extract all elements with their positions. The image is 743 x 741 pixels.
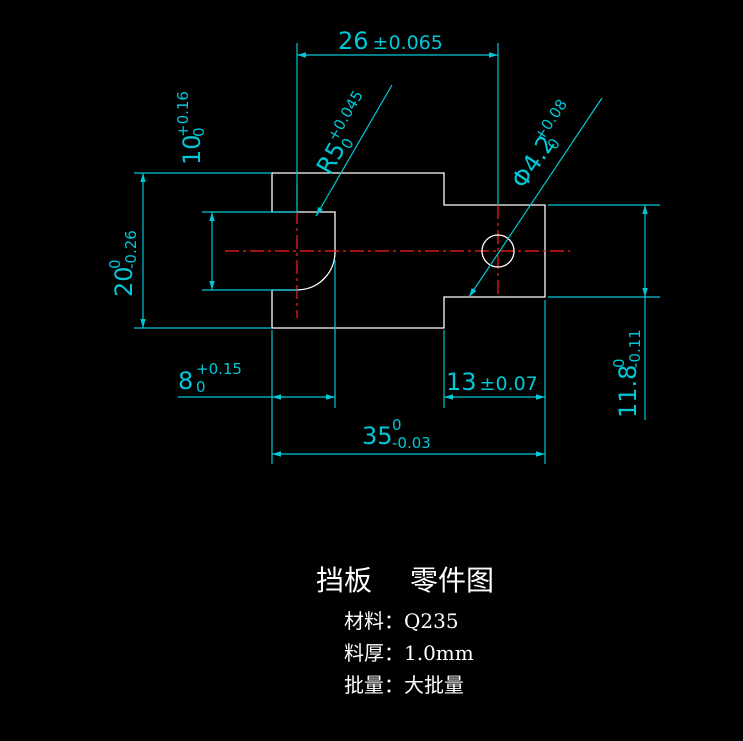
- svg-text:+0.16: +0.16: [174, 91, 192, 137]
- info-batch: 批量：大批量: [344, 673, 464, 697]
- info-thickness: 料厚：1.0mm: [344, 641, 474, 665]
- svg-text:-0.11: -0.11: [626, 329, 644, 368]
- dim-10-text: 10 +0.16 0: [174, 91, 208, 165]
- svg-text:20: 20: [110, 266, 138, 297]
- svg-text:10: 10: [178, 134, 206, 165]
- svg-text:0: 0: [196, 378, 206, 396]
- svg-text:35: 35: [362, 422, 393, 450]
- info-material: 材料：Q235: [344, 609, 459, 633]
- dia-leader: [468, 97, 603, 298]
- dim-11-8-text: 11.8 0 -0.11: [610, 329, 644, 418]
- title-part-name: 挡板: [316, 564, 372, 597]
- r5-leader: [315, 84, 393, 217]
- part-outline: [271, 172, 546, 329]
- dim-r5-text: R5 +0.045 0: [311, 87, 367, 179]
- svg-text:8: 8: [178, 367, 193, 395]
- dim-26-text: 26±0.065: [338, 27, 443, 55]
- svg-text:0: 0: [190, 127, 208, 137]
- svg-text:-0.03: -0.03: [392, 434, 431, 452]
- title-drawing-type: 零件图: [410, 564, 494, 597]
- svg-text:0: 0: [392, 416, 402, 434]
- dim-13-text: 13±0.07: [446, 368, 538, 396]
- svg-text:0: 0: [610, 358, 628, 368]
- dim-dia-text: Φ4.2 +0.08 0: [506, 96, 571, 193]
- extension-lines: [134, 43, 660, 464]
- hole: [481, 234, 515, 268]
- dim-20-text: 20 0 -0.26: [106, 230, 140, 297]
- svg-text:0: 0: [106, 259, 124, 269]
- svg-text:11.8: 11.8: [614, 365, 642, 418]
- dim-8-text: 8 +0.15 0: [178, 360, 242, 396]
- dim-35-text: 35 0 -0.03: [362, 416, 431, 452]
- svg-text:+0.15: +0.15: [196, 360, 242, 378]
- svg-text:-0.26: -0.26: [122, 230, 140, 269]
- svg-text:+0.045: +0.045: [323, 87, 366, 144]
